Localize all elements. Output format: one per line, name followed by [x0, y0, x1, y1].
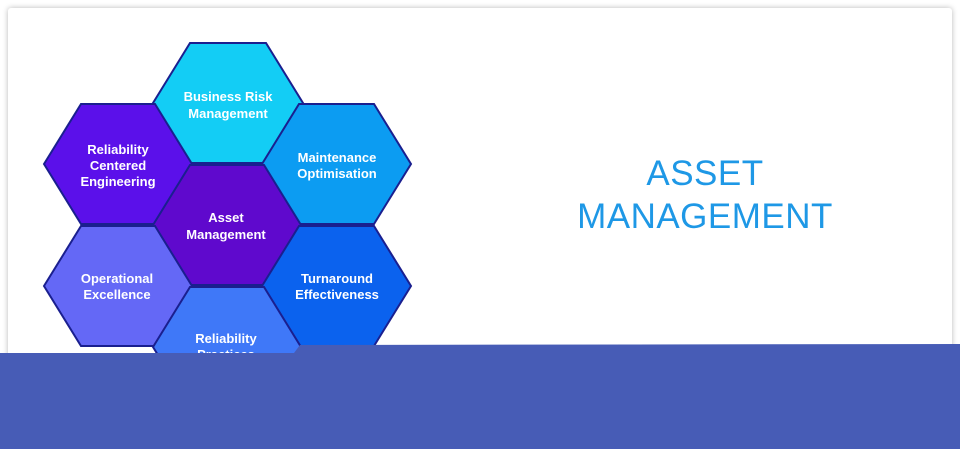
asset-management-heading: ASSET MANAGEMENT — [560, 152, 850, 238]
footer-overlay-band — [0, 344, 960, 449]
hex-label: Asset — [208, 210, 244, 225]
hex-label: Maintenance — [298, 150, 377, 165]
hex-label: Effectiveness — [295, 287, 379, 302]
hex-maintenance-optimisation: Maintenance Optimisation — [260, 103, 413, 225]
hex-label: Management — [186, 227, 266, 242]
hex-label: Turnaround — [301, 271, 373, 286]
hex-label: Excellence — [83, 287, 150, 302]
hex-operational-excellence: Operational Excellence — [42, 225, 194, 347]
heading-line-1: ASSET — [646, 154, 764, 193]
hex-label: Management — [188, 106, 268, 121]
hex-label: Reliability — [87, 142, 149, 157]
hex-label: Operational — [81, 271, 153, 286]
hex-label: Centered — [90, 158, 146, 173]
hex-label: Business Risk — [184, 89, 274, 104]
footer-band-shape — [0, 344, 960, 449]
hex-label: Optimisation — [297, 166, 377, 181]
hex-turnaround-effectiveness: Turnaround Effectiveness — [260, 225, 413, 347]
hex-label: Engineering — [80, 174, 155, 189]
hex-label: Reliability — [195, 331, 257, 346]
heading-line-2: MANAGEMENT — [577, 197, 833, 236]
